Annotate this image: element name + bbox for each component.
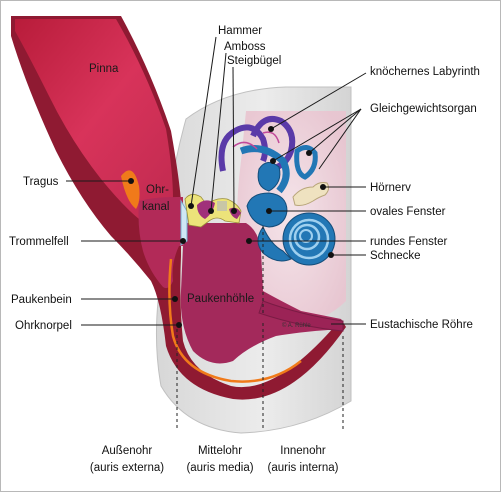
cochlea-ring-1 — [288, 218, 330, 260]
label-paukenhoehle: Paukenhöhle — [187, 293, 254, 305]
ear-canal — [138, 197, 183, 289]
section-mittel-latin: (auris media) — [186, 462, 253, 474]
label-hammer: Hammer — [218, 25, 262, 37]
eustachian-tube — [258, 300, 344, 332]
label-trommelfell: Trommelfell — [9, 236, 69, 248]
labyrinth-inner-detail — [232, 131, 280, 150]
label-tragus: Tragus — [23, 176, 59, 188]
section-innen-latin: (auris interna) — [268, 462, 339, 474]
label-ohrkanal-2: kanal — [142, 201, 170, 213]
label-hoernerv: Hörnerv — [370, 182, 411, 194]
semicircular-canal-3 — [239, 145, 290, 194]
auditory-nerve — [292, 182, 330, 206]
label-ovales-fenster: ovales Fenster — [370, 206, 446, 218]
pinna-shape — [15, 19, 173, 219]
label-ohrknorpel: Ohrknorpel — [15, 320, 72, 332]
copyright-note: © A. Rühle — [282, 322, 311, 329]
tympanic-cavity — [180, 223, 343, 364]
label-schnecke: Schnecke — [370, 250, 421, 262]
label-gleichgewicht: Gleichgewichtsorgan — [370, 103, 477, 115]
leader-lines — [66, 36, 367, 328]
label-ohrkanal-1: Ohr- — [146, 184, 169, 196]
eardrum — [180, 199, 188, 246]
label-paukenbein: Paukenbein — [11, 294, 72, 306]
section-mittel-title: Mittelohr — [198, 445, 242, 457]
label-pinna: Pinna — [89, 63, 119, 75]
section-innen-title: Innenohr — [280, 445, 326, 457]
section-aussen-latin: (auris externa) — [90, 462, 164, 474]
posterior-canal — [294, 145, 318, 180]
tragus-cartilage — [121, 170, 140, 209]
label-rundes-fenster: rundes Fenster — [370, 236, 448, 248]
utricle — [257, 162, 281, 192]
label-steigbuegel: Steigbügel — [227, 55, 281, 67]
anvil-grey — [217, 201, 227, 211]
hammer-bone — [197, 200, 215, 219]
label-eustachische: Eustachische Röhre — [370, 319, 473, 331]
cartilage-strip — [168, 258, 302, 383]
label-amboss: Amboss — [224, 41, 266, 53]
section-aussen-title: Außenohr — [102, 445, 153, 457]
cochlea-ring-3 — [299, 229, 313, 243]
cochlea-ring-2 — [293, 223, 321, 251]
label-labyrinth: knöchernes Labyrinth — [370, 66, 480, 78]
